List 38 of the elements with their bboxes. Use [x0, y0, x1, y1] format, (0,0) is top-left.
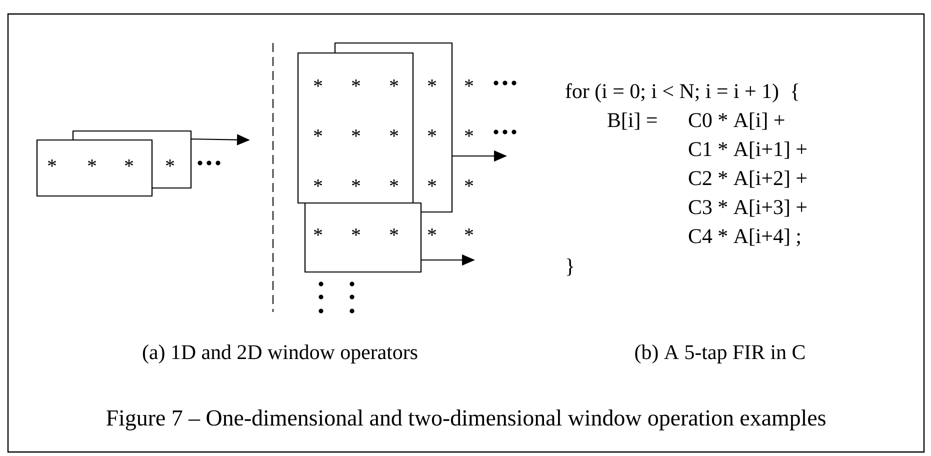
asterisk: *	[314, 228, 322, 236]
asterisk: *	[428, 228, 436, 236]
subfigure-caption: (a) 1D and 2D window operators	[142, 344, 418, 364]
asterisk: *	[390, 129, 398, 137]
code-line: C1 * A[i+1] +	[688, 141, 806, 159]
figure-caption: Figure 7 – One-dimensional and two-dimensional window operation examples	[106, 410, 826, 430]
code-line: C0 * A[i] +	[688, 112, 784, 130]
asterisk: *	[48, 159, 56, 167]
asterisk: *	[314, 79, 322, 87]
asterisk: *	[166, 159, 174, 167]
asterisk: *	[390, 228, 398, 236]
asterisk: *	[428, 179, 436, 187]
window-box	[36, 139, 153, 197]
asterisk: *	[352, 129, 360, 137]
code-line: C2 * A[i+2] +	[688, 170, 806, 188]
asterisk: *	[314, 129, 322, 137]
asterisk: *	[465, 129, 474, 137]
asterisk: *	[88, 159, 96, 167]
asterisk: *	[465, 79, 474, 87]
asterisk: *	[428, 79, 436, 87]
asterisk: *	[352, 179, 360, 187]
asterisk: *	[352, 228, 360, 236]
asterisk: *	[465, 228, 474, 236]
code-line: C4 * A[i+4] ;	[688, 228, 800, 246]
code-line: {	[792, 83, 798, 101]
asterisk: *	[428, 129, 436, 137]
asterisk: *	[125, 159, 134, 167]
asterisk: *	[390, 79, 398, 87]
subfigure-caption: (b) A 5-tap FIR in C	[635, 344, 805, 364]
window-box	[304, 202, 422, 273]
code-line: }	[566, 258, 574, 276]
code-line: for (i = 0; i < N; i = i + 1)	[566, 83, 778, 102]
code-line: B[i] =	[608, 112, 657, 130]
asterisk: *	[314, 179, 322, 187]
asterisk: *	[465, 179, 474, 187]
code-line: C3 * A[i+3] +	[688, 199, 806, 217]
asterisk: *	[390, 179, 398, 187]
asterisk: *	[352, 79, 360, 87]
